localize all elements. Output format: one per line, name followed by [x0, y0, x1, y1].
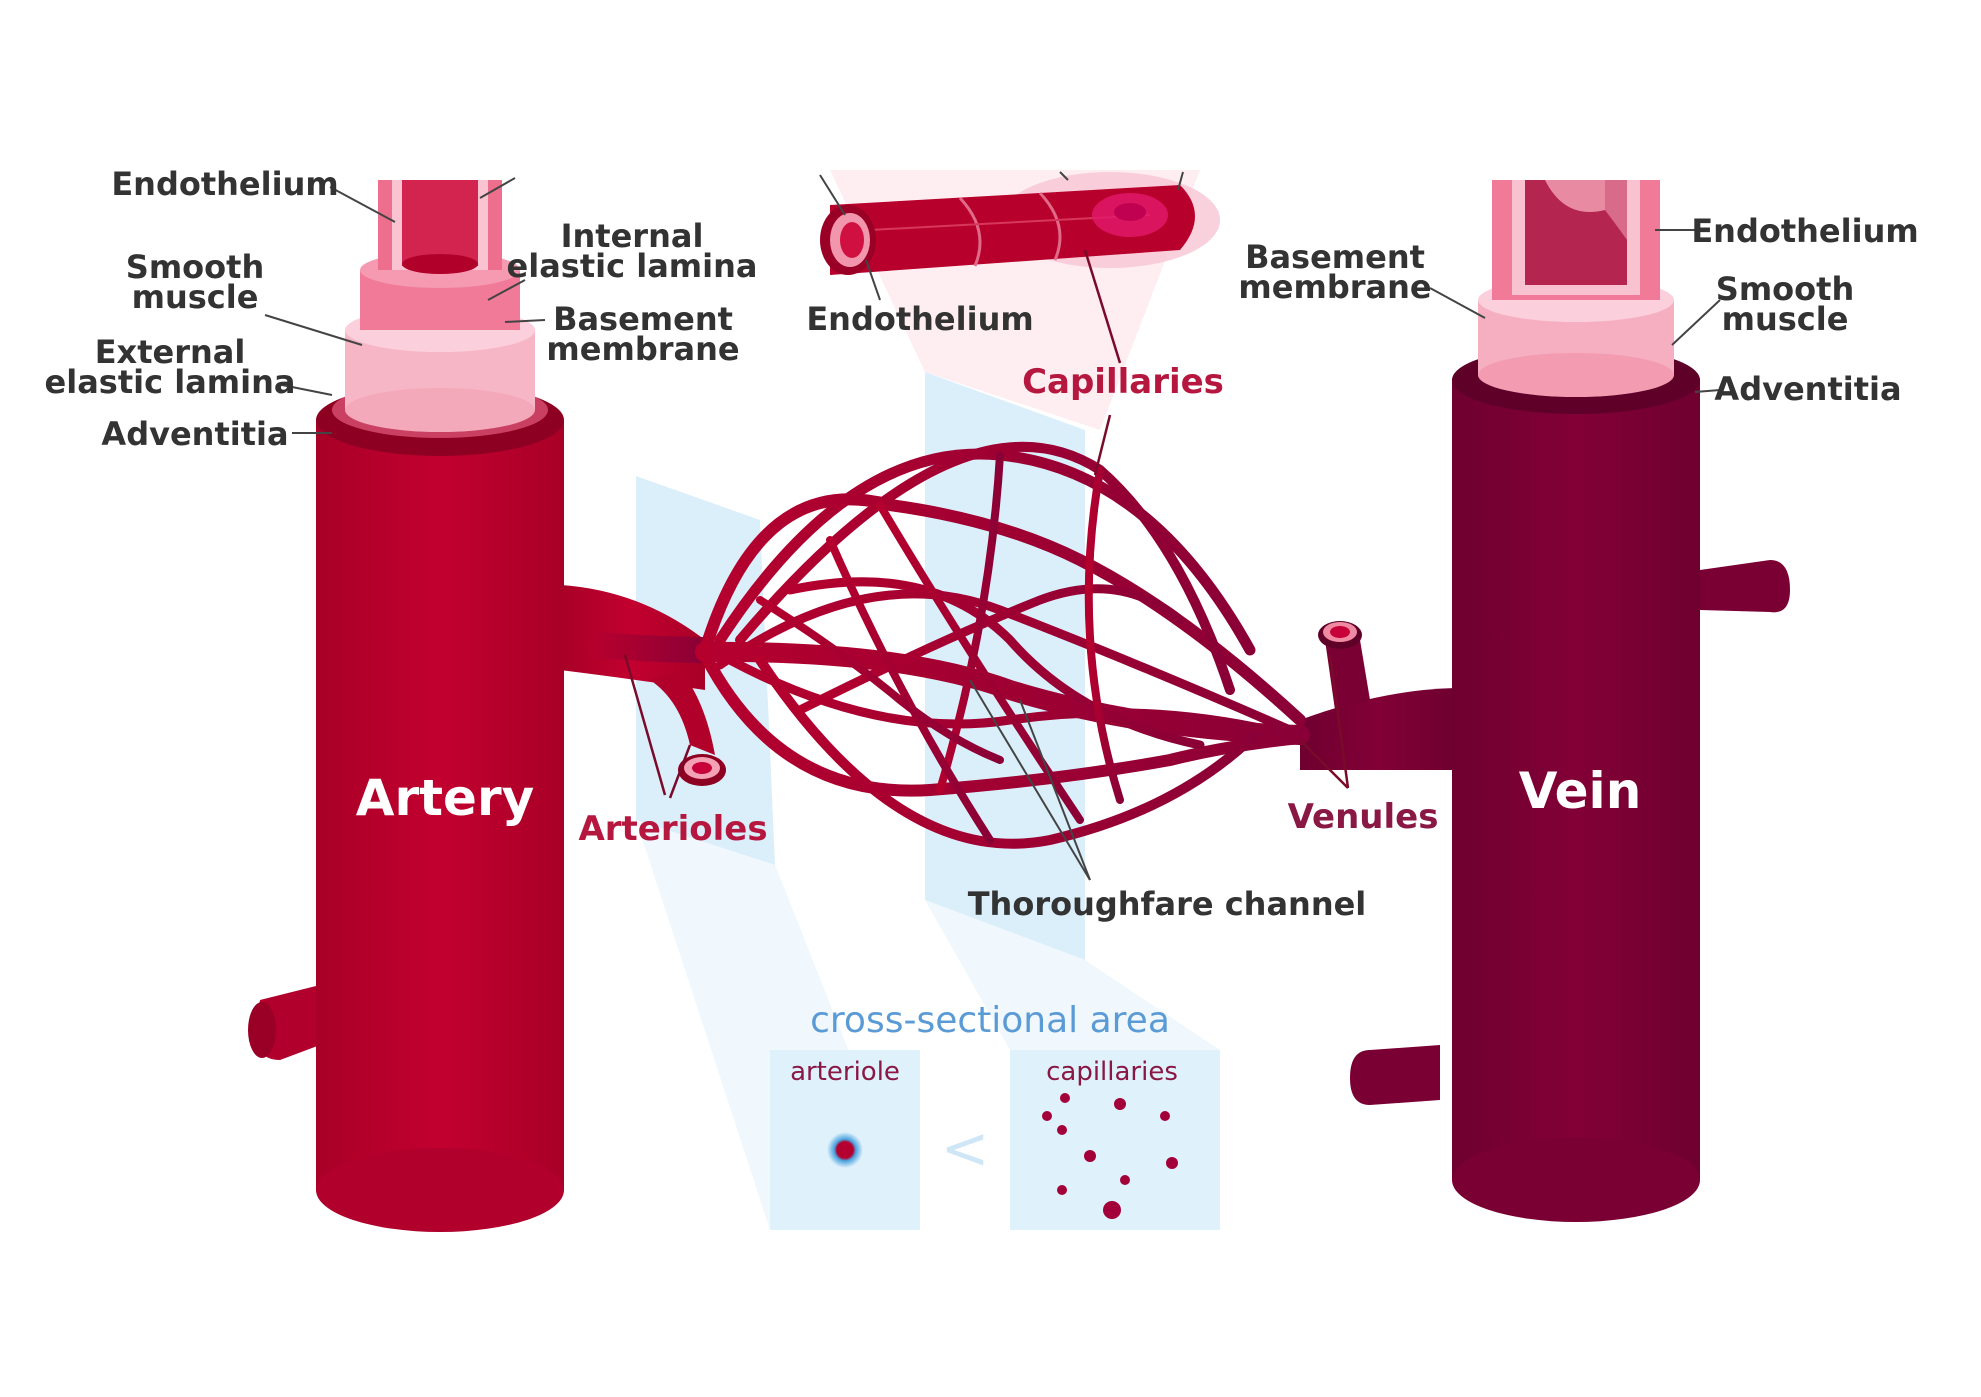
artery-adventitia-label: Adventitia	[101, 415, 288, 453]
capillary-closeup	[820, 172, 1220, 275]
artery-external-elastic-label-2: elastic lamina	[45, 363, 296, 401]
cross-section-labels: cross-sectional area arteriole capillari…	[790, 1000, 1178, 1182]
leader-lines	[264, 171, 1721, 881]
arteriole-caption: arteriole	[790, 1057, 900, 1087]
arteriole-branch	[650, 670, 726, 786]
vein	[1300, 180, 1790, 1222]
arterioles-label: Arterioles	[578, 809, 767, 849]
vein-labels: Basement membrane Endothelium Smooth mus…	[1238, 212, 1918, 820]
vein-adventitia-label: Adventitia	[1714, 370, 1901, 408]
cross-section-comparison	[770, 1050, 1220, 1230]
cross-section-title: cross-sectional area	[810, 1000, 1170, 1041]
capillary-bed	[587, 441, 1310, 849]
venules-label: Venules	[1288, 797, 1439, 837]
vein-endothelium-label: Endothelium	[1691, 212, 1918, 250]
artery-internal-elastic-label-1: Internal	[561, 217, 704, 255]
artery-external-elastic-label-1: External	[95, 333, 246, 371]
capillaries-panel	[1010, 1050, 1220, 1230]
vein-basement-label-1: Basement	[1245, 238, 1425, 276]
arteriole-dot	[827, 1132, 863, 1168]
artery-labels: Endothelium Smooth muscle Internal elast…	[45, 165, 758, 827]
vein-basement-label-2: membrane	[1238, 268, 1431, 306]
artery-smooth-muscle-label-2: muscle	[132, 278, 259, 316]
capillary-labels: Endothelium Capillaries Arterioles Venul…	[578, 300, 1438, 923]
capillary-endothelium-label: Endothelium	[806, 300, 1033, 338]
capillary-dots	[1042, 1093, 1178, 1219]
artery	[248, 180, 705, 1232]
vein-title: Vein	[1519, 762, 1642, 820]
vein-smooth-muscle-label-2: muscle	[1722, 300, 1849, 338]
vein-smooth-muscle-label-1: Smooth	[1716, 270, 1854, 308]
artery-basement-label-1: Basement	[553, 300, 733, 338]
artery-title: Artery	[356, 769, 534, 827]
capillaries-caption: capillaries	[1046, 1057, 1178, 1087]
artery-internal-elastic-label-2: elastic lamina	[507, 247, 758, 285]
capillaries-label: Capillaries	[1022, 362, 1224, 402]
capillary-network	[587, 441, 1310, 849]
thoroughfare-channel-label: Thoroughfare channel	[968, 885, 1367, 923]
artery-smooth-muscle-label-1: Smooth	[126, 248, 264, 286]
less-than-symbol: <	[941, 1114, 990, 1182]
artery-basement-label-2: membrane	[546, 330, 739, 368]
artery-endothelium-label: Endothelium	[111, 165, 338, 203]
